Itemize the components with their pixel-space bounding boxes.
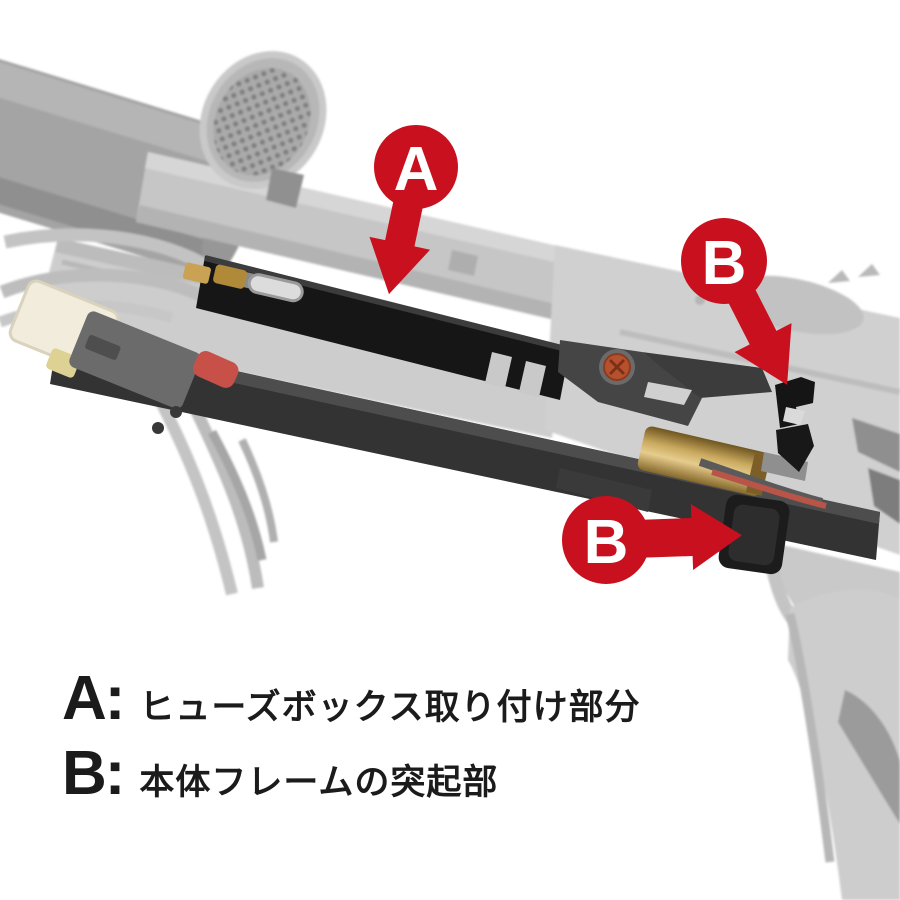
charging-handle-knob-icon [199,51,327,189]
marker-b-upper-arrow-icon [725,282,792,385]
pistol-grip [752,538,900,900]
marker-b-lower: B [562,496,742,584]
marker-b-lower-label: B [584,508,629,577]
glass-fuse [247,273,304,303]
marker-a-arrow-icon [369,193,431,295]
marker-b-lower-arrow-icon [639,504,742,570]
fuse-holder-block [69,311,201,434]
rear-receiver [545,245,900,555]
knob-stem [266,168,304,208]
marker-b-upper: B [681,218,792,385]
marker-a-circle [374,125,458,209]
legend-key-b: B: [62,739,125,809]
frame-protrusion-upper [775,377,815,472]
legend-text-a: ヒューズボックス取り付け部分 [139,688,641,727]
air-nozzle-brass [556,426,827,512]
marker-a-label: A [394,135,439,204]
marker-b-lower-circle [562,496,650,584]
marker-b-upper-circle [681,218,767,304]
legend-row-b: B: 本体フレームの突起部 [62,741,641,806]
trigger-sear-mechanism [558,340,772,426]
legend-row-a: A: ヒューズボックス取り付け部分 [62,666,641,731]
marker-a: A [369,125,458,295]
marker-b-upper-label: B [702,229,747,298]
legend: A: ヒューズボックス取り付け部分 B: 本体フレームの突起部 [62,666,641,816]
frame-protrusion-lower [718,494,790,575]
red-heat-shrink [193,351,239,388]
fuse-contacts [182,262,304,303]
legend-text-b: 本体フレームの突起部 [139,763,499,803]
legend-key-a: A: [62,664,125,733]
